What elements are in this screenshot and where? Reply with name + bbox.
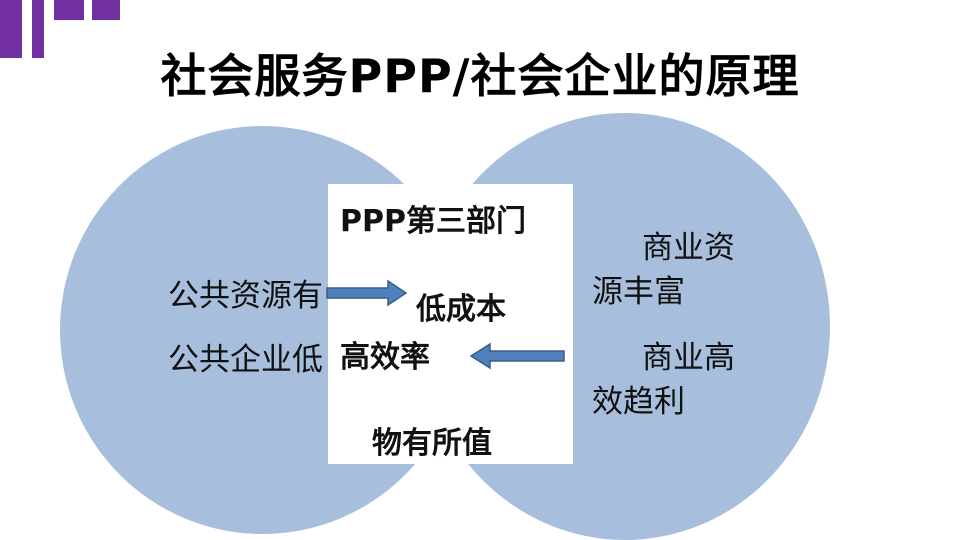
right-label-commercial-efficiency-1: 商业高	[642, 340, 735, 376]
center-item-low-cost: 低成本	[416, 292, 506, 327]
arrow-right	[326, 279, 408, 307]
arrow-left	[469, 342, 565, 370]
arrow-left-shape	[469, 342, 565, 370]
accent-bar-3	[54, 0, 84, 20]
ppp-third-sector-box: PPP第三部门 低成本 高效率 物有所值	[328, 184, 573, 464]
right-label-commercial-resources-2: 源丰富	[592, 274, 685, 310]
center-heading: PPP第三部门	[340, 204, 526, 239]
page-title: 社会服务PPP/社会企业的原理	[160, 49, 800, 103]
center-item-high-efficiency: 高效率	[340, 340, 430, 375]
center-item-value-for-money: 物有所值	[372, 426, 492, 461]
right-label-commercial-efficiency-2: 效趋利	[592, 384, 685, 420]
arrow-right-shape	[326, 279, 408, 307]
left-label-public-resources: 公共资源有	[168, 278, 323, 314]
accent-bar-1	[0, 0, 22, 58]
right-label-commercial-resources-1: 商业资	[642, 230, 735, 266]
accent-bar-2	[32, 0, 44, 58]
left-label-public-enterprise: 公共企业低	[168, 342, 323, 378]
accent-bar-4	[92, 0, 120, 20]
